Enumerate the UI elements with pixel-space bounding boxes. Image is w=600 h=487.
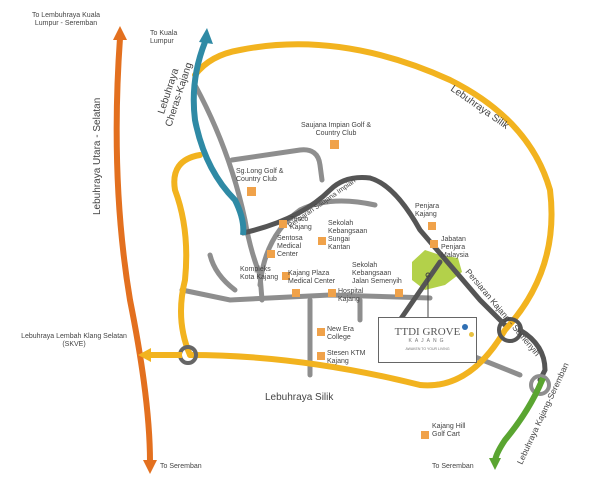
poi-label: Kajang Plaza Medical Center <box>288 270 336 285</box>
logo-title: TTDI GROVE <box>394 326 461 338</box>
poi-label: Tesco Kajang <box>290 216 312 231</box>
poi-marker <box>279 220 287 228</box>
poi-label: Kompleks Kota Kajang <box>240 266 279 281</box>
poi-marker <box>430 240 438 248</box>
highway-label: Lebuhraya Utara - Selatan <box>92 98 103 215</box>
poi-label: Saujana Impian Golf & Country Club <box>300 122 372 137</box>
poi-marker <box>292 289 300 297</box>
roundabout-right <box>497 317 523 343</box>
main-roads <box>240 175 548 383</box>
poi-label: Jabatan Penjara Malaysia <box>441 236 469 259</box>
poi-label: Penjara Kajang <box>415 203 440 218</box>
poi-markers <box>247 140 438 439</box>
poi-marker <box>318 237 326 245</box>
utara-selatan-highway <box>113 37 153 463</box>
flower-icon <box>469 332 474 337</box>
poi-label: Sekolah Kebangsaan Jalan Semenyih <box>352 262 402 285</box>
arrow-down-icon <box>143 460 157 474</box>
poi-marker <box>267 250 275 258</box>
poi-marker <box>330 140 339 149</box>
poi-label: Hospital Kajang <box>338 288 364 303</box>
poi-marker <box>317 328 325 336</box>
highway-label: Lebuhraya Silik <box>265 392 334 403</box>
destination-label: To Kuala Lumpur <box>150 30 178 45</box>
roundabout-bottom <box>529 374 551 396</box>
highway-label: Lebuhraya Silik <box>448 83 511 132</box>
arrow-up-icon <box>113 26 127 40</box>
poi-marker <box>421 431 429 439</box>
poi-label: Sentosa Medical Center <box>277 235 303 258</box>
destination-label: Lebuhraya Lembah Klang Selatan (SKVE) <box>21 333 127 348</box>
kajang-seremban-highway <box>492 376 546 463</box>
poi-label: Sekolah Kebangsaan Sungai Kantan <box>328 220 368 251</box>
cheras-kajang-highway <box>190 40 247 236</box>
arrow-up-icon <box>199 28 213 44</box>
logo-tagline: AWAKEN TO YOUR LIVING <box>405 347 450 351</box>
poi-label: Sg.Long Golf & Country Club <box>236 168 284 183</box>
poi-marker <box>282 272 290 280</box>
arrow-left-icon <box>138 348 151 362</box>
poi-marker <box>247 187 256 196</box>
lebuhraya-silik-ring <box>171 41 555 389</box>
ttdi-grove-logo-box: TTDI GROVE KAJANG AWAKEN TO YOUR LIVING <box>378 317 477 363</box>
poi-marker <box>428 222 436 230</box>
destination-label: To Lembuhraya Kuala Lumpur - Seremban <box>31 12 101 27</box>
poi-label: New Era College <box>327 326 354 341</box>
destination-label: To Seremban <box>432 463 474 470</box>
arrow-down-icon <box>489 458 501 470</box>
poi-label: Stesen KTM Kajang <box>327 350 366 365</box>
site-marker <box>425 272 431 278</box>
flower-icon <box>462 324 468 330</box>
poi-marker <box>395 289 403 297</box>
poi-marker <box>328 289 336 297</box>
destination-label: To Seremban <box>160 463 202 470</box>
poi-label: Kajang Hill Golf Cart <box>432 423 466 438</box>
poi-marker <box>317 352 325 360</box>
logo-subtitle: KAJANG <box>408 338 447 344</box>
